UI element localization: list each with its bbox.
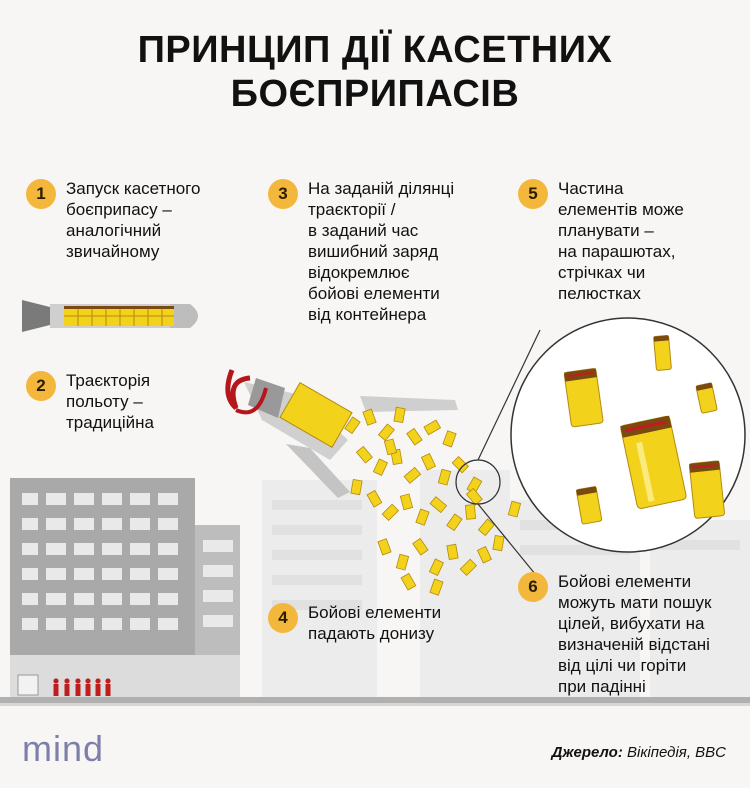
step-description: На заданій ділянці траєкторії / в задани… <box>308 179 455 324</box>
title-line-2: БОЄПРИПАСІВ <box>230 73 520 115</box>
title-line-1: ПРИНЦИП ДІЇ КАСЕТНИХ <box>137 29 613 71</box>
step-description: Бойові елементи можуть мати пошук цілей,… <box>558 572 712 696</box>
magnified-submunitions <box>563 335 725 525</box>
step-4: 4 Бойові елементи падають донизу <box>268 602 441 644</box>
step-6: 6 Бойові елементи можуть мати пошук ціле… <box>518 571 711 697</box>
step-description: Частина елементів може планувати – на па… <box>558 179 684 303</box>
step-number-badge: 6 <box>518 572 548 602</box>
page-title: ПРИНЦИП ДІЇ КАСЕТНИХ БОЄПРИПАСІВ <box>0 28 750 116</box>
people <box>53 678 111 696</box>
mind-logo: mind <box>22 728 105 769</box>
step-number-badge: 5 <box>518 179 548 209</box>
step-1: 1 Запуск касетного боєприпасу – аналогіч… <box>26 178 200 262</box>
step-3: 3 На заданій ділянці траєкторії / в зада… <box>268 178 454 325</box>
missile-icon <box>22 300 198 332</box>
step-number-badge: 2 <box>26 371 56 401</box>
step-description: Траєкторія польоту – традиційна <box>66 371 154 432</box>
building <box>10 478 240 698</box>
step-5: 5 Частина елементів може планувати – на … <box>518 178 684 304</box>
step-number-badge: 4 <box>268 603 298 633</box>
source-value: Вікіпедія, BBC <box>627 744 726 761</box>
open-container-icon <box>225 369 458 498</box>
ground <box>0 697 750 703</box>
step-number-badge: 3 <box>268 179 298 209</box>
step-description: Запуск касетного боєприпасу – аналогічни… <box>66 179 201 261</box>
source-label: Джерело: <box>551 744 623 761</box>
step-number-badge: 1 <box>26 179 56 209</box>
step-2: 2 Траєкторія польоту – традиційна <box>26 370 154 433</box>
falling-submunitions <box>344 406 522 596</box>
source-credit: Джерело: Вікіпедія, BBC <box>552 744 726 761</box>
step-description: Бойові елементи падають донизу <box>308 603 442 643</box>
building-windows <box>17 493 233 696</box>
